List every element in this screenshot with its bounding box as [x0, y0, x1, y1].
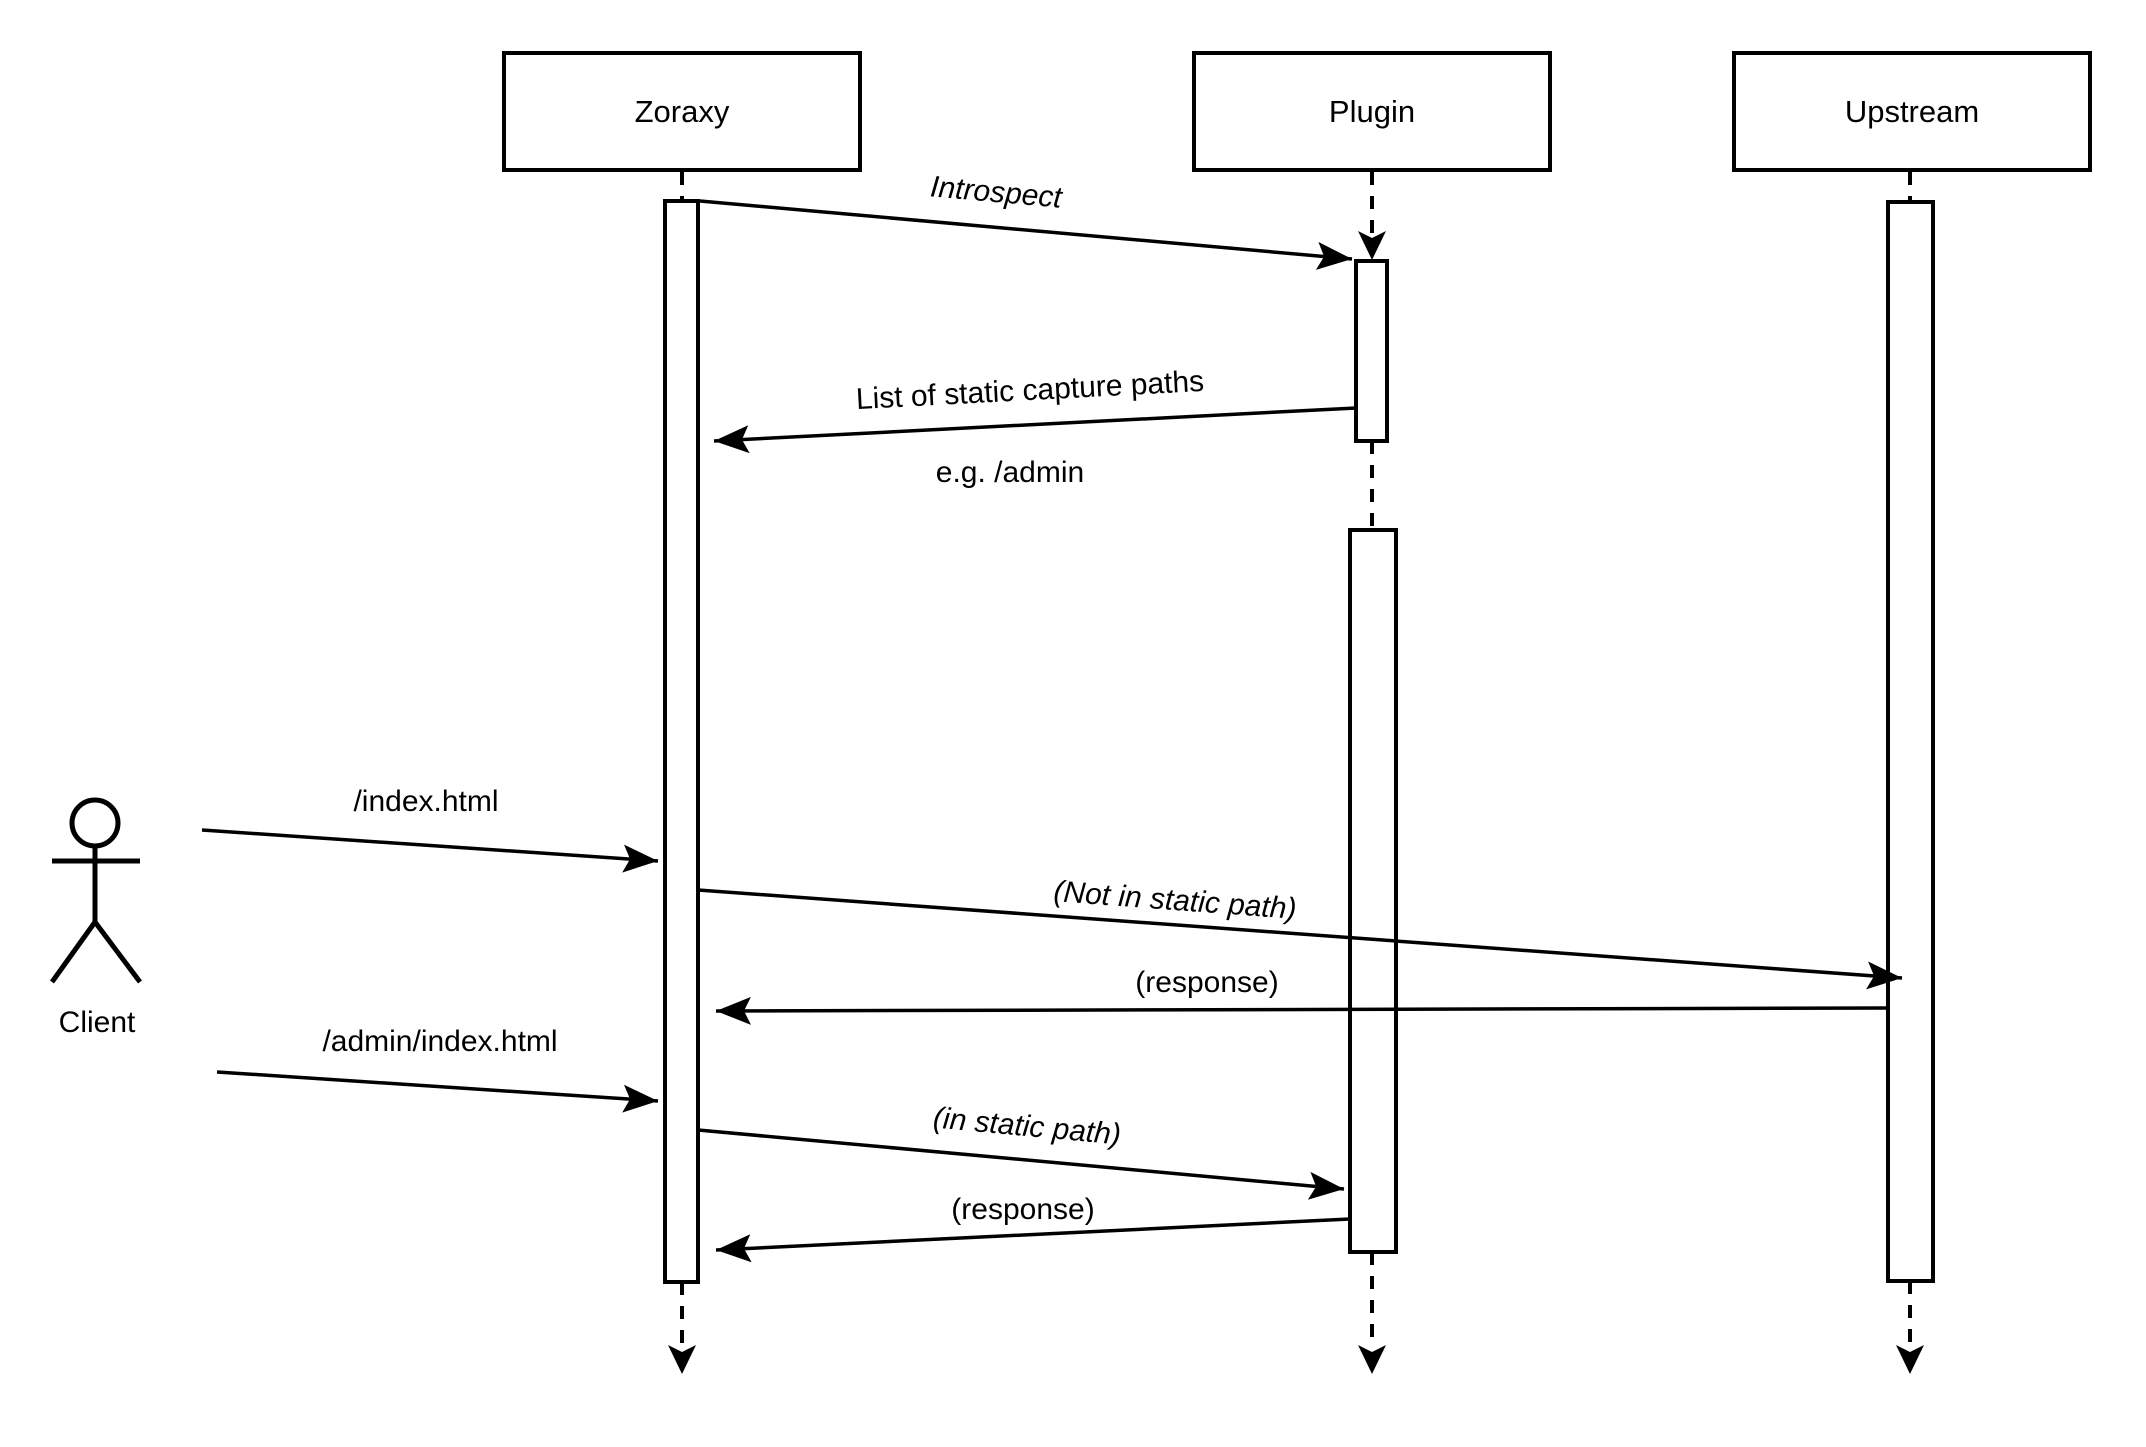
- participant-label-upstream: Upstream: [1844, 93, 1980, 129]
- activation-bars: [663, 199, 1935, 1284]
- upstream-lifeline-end-arrow-icon: [1896, 1345, 1924, 1374]
- message-label-eg-admin: e.g. /admin: [935, 456, 1085, 489]
- actor-client-icon: [49, 797, 142, 984]
- actor-label-client: Client: [58, 1006, 136, 1039]
- arrow-in-static-path: [697, 1128, 1345, 1200]
- lifeline-arrowheads: [668, 231, 1924, 1374]
- message-label-index-html: /index.html: [353, 785, 499, 818]
- activation-bar-plugin-2: [1348, 528, 1398, 1254]
- participant-box-plugin: Plugin: [1192, 51, 1552, 172]
- plugin-activation-arrow-icon: [1358, 231, 1386, 260]
- message-label-response-plugin: (response): [951, 1193, 1095, 1226]
- activation-bar-zoraxy: [663, 199, 700, 1284]
- message-arrows: [201, 199, 1903, 1263]
- plugin-lifeline-end-arrow-icon: [1358, 1345, 1386, 1374]
- arrow-index-html: [201, 828, 659, 873]
- arrow-response-upstream: [715, 996, 1889, 1025]
- activation-bar-plugin-1: [1354, 259, 1389, 443]
- lifelines: [680, 172, 1912, 1344]
- participant-box-upstream: Upstream: [1732, 51, 2092, 172]
- message-label-admin-index-html: /admin/index.html: [322, 1025, 558, 1058]
- actor-head: [69, 797, 121, 849]
- participant-label-plugin: Plugin: [1328, 93, 1416, 129]
- arrow-not-in-static-path: [697, 888, 1903, 990]
- arrow-list-of-static-capture-paths: [713, 406, 1357, 454]
- arrow-admin-index-html: [216, 1070, 659, 1113]
- participant-box-zoraxy: Zoraxy: [502, 51, 862, 172]
- zoraxy-lifeline-end-arrow-icon: [668, 1345, 696, 1374]
- participant-label-zoraxy: Zoraxy: [634, 93, 730, 129]
- message-label-response-upstream: (response): [1135, 966, 1279, 999]
- arrow-introspect: [699, 199, 1353, 270]
- arrow-response-plugin: [715, 1217, 1351, 1263]
- actor-right-leg: [93, 920, 142, 984]
- actor-left-leg: [49, 920, 98, 984]
- activation-bar-upstream: [1886, 200, 1935, 1283]
